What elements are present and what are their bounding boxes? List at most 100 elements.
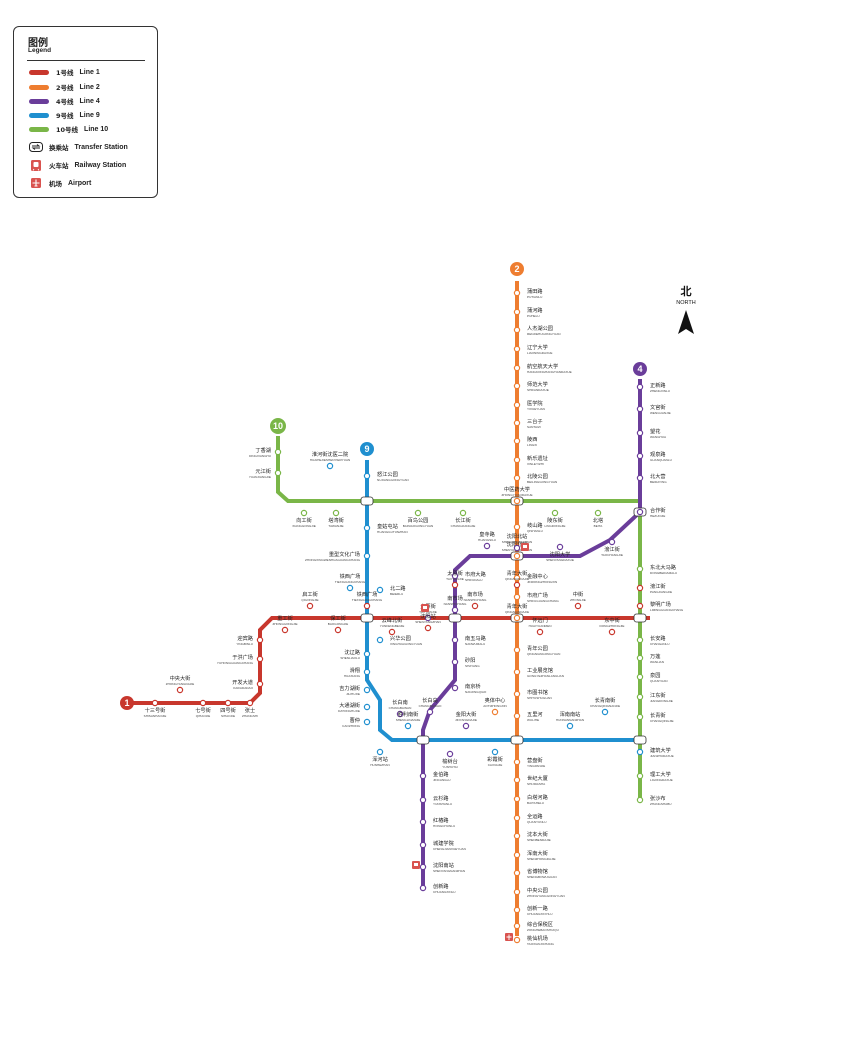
station-name-en: CAIXIAJIE	[488, 763, 503, 767]
station-dot	[451, 572, 459, 580]
station-name-zh: 陵东街	[547, 516, 563, 524]
station-dot	[424, 614, 432, 622]
station-name-zh: 彩霞街	[487, 755, 503, 763]
station-dot	[513, 456, 521, 464]
airport-icon	[29, 177, 43, 189]
station-dot	[446, 750, 454, 758]
station-name-en: SHENGLINANJIE	[396, 718, 421, 722]
station-name-zh: 长青街	[650, 711, 666, 719]
station-name-zh: 南市场	[447, 594, 463, 602]
station-name-en: CHANGBAIDAO	[419, 704, 442, 708]
station-dot	[636, 474, 644, 482]
station-dot	[636, 693, 644, 701]
station-name-zh: 省博物馆	[527, 867, 548, 875]
station-name-en: SHENGBOWUGUAN	[527, 875, 557, 879]
line-9-swatch	[29, 112, 49, 118]
station-dot	[636, 452, 644, 460]
station-dot	[513, 437, 521, 445]
station-name-en: YIXUEYUAN	[527, 407, 545, 411]
station-dot	[513, 574, 521, 582]
station-name-zh: 太原街	[447, 569, 463, 577]
legend-symbol-en: Airport	[68, 179, 92, 187]
station-dot	[334, 626, 342, 634]
station-name-en: QINGNIANGONGYUAN	[527, 652, 560, 656]
station-name-zh: 沈阳南站	[433, 861, 454, 869]
station-name-en: XIANGGONGJIE	[292, 524, 316, 528]
station-dot	[636, 636, 644, 644]
station-name-zh: 沈阳北站	[507, 540, 528, 548]
station-name-zh: 白塔河路	[527, 793, 549, 801]
station-dot	[513, 888, 521, 896]
station-name-zh: 长白南	[392, 698, 408, 706]
station-dot	[419, 818, 427, 826]
station-dot	[462, 722, 470, 730]
station-name-zh: 南五马路	[465, 634, 487, 642]
station-name-en: DINGXIANGHU	[249, 454, 271, 458]
station-name-en: CHANGQINGNANJIE	[590, 704, 620, 708]
station-name-zh: 市图书馆	[527, 688, 548, 696]
station-name-zh: 奥体中心	[485, 696, 506, 704]
railway-station-icon	[521, 543, 529, 551]
station-name-zh: 曹仲	[350, 716, 360, 724]
line-1-path	[127, 616, 650, 705]
station-name-en: CHANGBAINAN	[389, 706, 412, 710]
station-name-en: ZONGHEBAOSHUIQU	[527, 928, 559, 932]
station-name-zh: 长白岛	[422, 696, 438, 704]
legend-item-transfer: 换乘站 Transfer Station	[29, 141, 128, 153]
station-name-zh: 滑翔	[350, 666, 360, 674]
station-name-zh: 铁西广场	[357, 590, 378, 598]
station-name-en: DONGZHONGJIE	[600, 624, 625, 628]
station-dot	[601, 708, 609, 716]
station-dot	[513, 497, 521, 505]
station-name-zh: 十三号街	[145, 706, 166, 714]
legend-title: 图例	[28, 38, 48, 49]
station-name-en: WENGUANJIE	[650, 411, 671, 415]
transfer-station-icon	[360, 613, 374, 623]
station-dot	[513, 289, 521, 297]
transfer-station-icon	[510, 735, 524, 745]
station-name-en: TAWANJIE	[328, 524, 343, 528]
station-dot	[594, 509, 602, 517]
station-dot	[419, 884, 427, 892]
station-name-zh: 市府广场	[527, 591, 548, 599]
station-name-en: SHISANHAOJIE	[144, 714, 167, 718]
station-dot	[566, 722, 574, 730]
station-name-en: LIGONGDAXUE	[650, 778, 673, 782]
station-name-en: CHUANGXINYILU	[527, 912, 552, 916]
station-name-zh: 新乐遗址	[527, 454, 548, 462]
station-dot	[608, 628, 616, 636]
station-name-en: DONGBEIDAMALU	[650, 571, 677, 575]
station-name-en: BEILINGGONGYUAN	[527, 480, 557, 484]
station-dot	[376, 586, 384, 594]
station-dot	[636, 584, 644, 592]
railway-station-icon	[421, 604, 429, 612]
station-name-zh: 正新路	[650, 381, 666, 389]
station-name-en: YUHONGGUANGCHANG	[217, 661, 254, 665]
station-name-en: HUANGGUTUNZHAN	[377, 530, 408, 534]
station-dot	[451, 606, 459, 614]
station-name-en: BAOGONGJIE	[328, 622, 348, 626]
station-name-en: BEIDAYING	[650, 480, 667, 484]
station-name-en: SHIFUDALU	[465, 578, 483, 582]
station-name-zh: 青年公园	[527, 644, 548, 652]
station-name-zh: 黎明广场	[650, 600, 671, 608]
